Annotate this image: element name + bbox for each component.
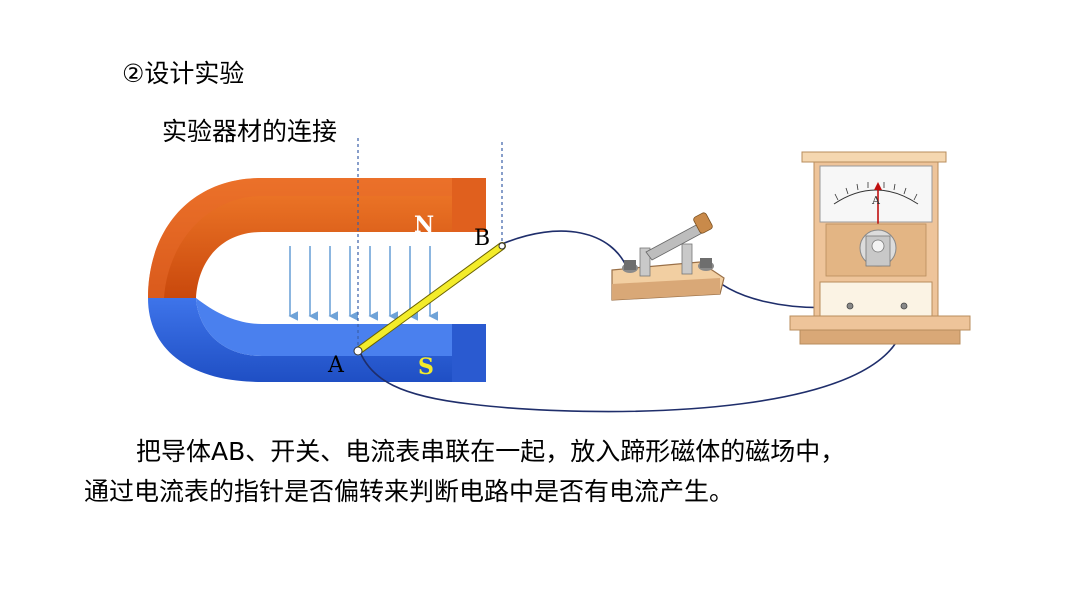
magnet-south-end-face <box>452 324 486 382</box>
point-a-label: A <box>327 353 345 378</box>
knife-switch <box>611 212 725 301</box>
horseshoe-magnet <box>148 178 486 382</box>
point-b-label: B <box>474 226 490 251</box>
south-pole-label: S <box>418 354 434 380</box>
section-heading: ②设计实验 <box>122 59 245 88</box>
magnetic-field-lines <box>288 246 438 321</box>
description-line-1: 把导体AB、开关、电流表串联在一起，放入蹄形磁体的磁场中， <box>136 437 846 466</box>
wire-b-to-switch <box>501 230 629 271</box>
switch-handle <box>693 212 713 234</box>
description-line-2: 通过电流表的指针是否偏转来判断电路中是否有电流产生。 <box>84 477 735 506</box>
ammeter: A <box>789 151 971 345</box>
conductor-ab <box>353 242 506 356</box>
wire-ammeter-to-a <box>359 305 906 413</box>
north-pole-label: N <box>414 212 434 238</box>
experiment-description: 把导体AB、开关、电流表串联在一起，放入蹄形磁体的磁场中， 通过电流表的指针是否… <box>84 432 1024 512</box>
ammeter-terminal-positive <box>900 302 908 310</box>
magnet-north-half <box>148 178 486 298</box>
magnet-north-end-face <box>452 178 486 232</box>
ammeter-unit-label: A <box>871 194 881 207</box>
magnet-south-half <box>148 298 486 382</box>
section-subheading: 实验器材的连接 <box>162 117 338 146</box>
ammeter-terminal-negative <box>846 302 854 310</box>
magnet-south-inner-band <box>196 298 486 356</box>
